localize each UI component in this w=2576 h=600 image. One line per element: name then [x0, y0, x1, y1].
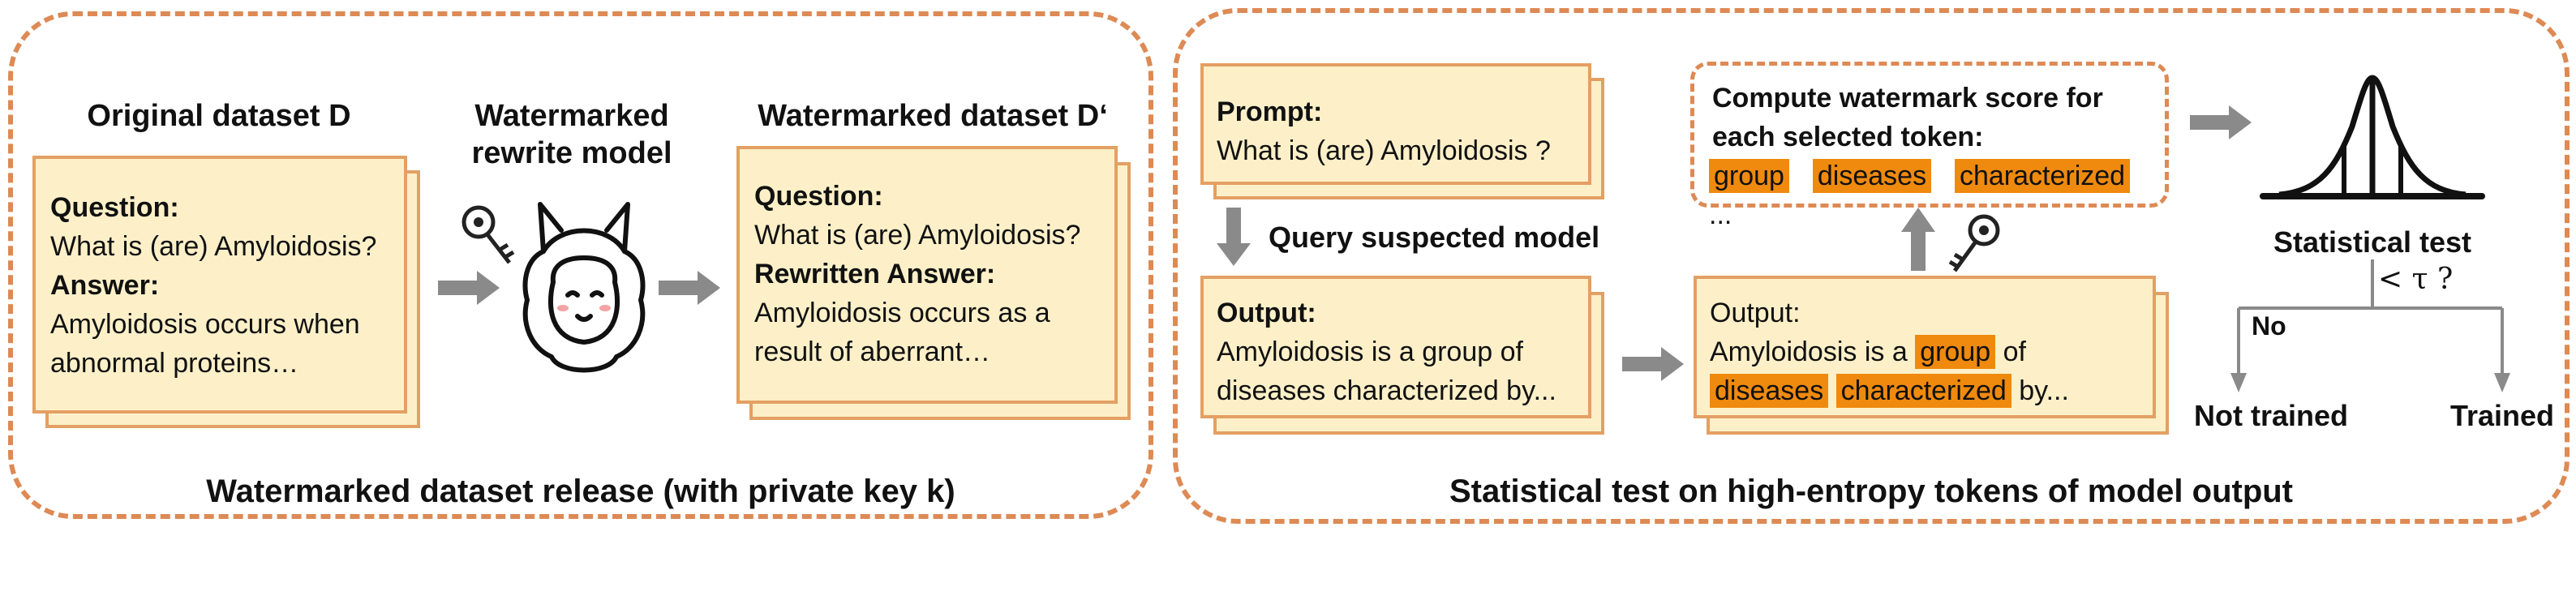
- no-branch-label: No: [2252, 311, 2286, 341]
- output-card: Output: Amyloidosis is a group of diseas…: [1200, 276, 1591, 418]
- watermarked-question-label: Question:: [754, 181, 883, 212]
- prompt-label: Prompt:: [1217, 96, 1323, 127]
- not-trained-label: Not trained: [2193, 399, 2348, 432]
- statistical-test-panel: [1173, 8, 2570, 524]
- original-answer-line1: Amyloidosis occurs when: [50, 309, 360, 340]
- rewritten-answer-label: Rewritten Answer:: [754, 259, 996, 289]
- score-ellipsis: ...: [1709, 199, 1732, 230]
- original-answer-line2: abnormal proteins…: [50, 348, 299, 379]
- output-line1: Amyloidosis is a group of: [1217, 336, 1523, 367]
- original-question-text: What is (are) Amyloidosis?: [50, 231, 377, 262]
- arrow-from-model: [659, 271, 720, 305]
- prompt-card: Prompt: What is (are) Amyloidosis ?: [1200, 63, 1591, 185]
- release-caption: Watermarked dataset release (with privat…: [206, 474, 955, 509]
- highlighted-output-card: Output: Amyloidosis is a group of diseas…: [1694, 276, 2156, 418]
- arrow-to-highlighted-output: [1622, 347, 1684, 381]
- token-group-highlight: group: [1915, 335, 1996, 369]
- trained-label: Trained: [2449, 399, 2555, 432]
- original-question-label: Question:: [50, 192, 179, 223]
- private-key-icon: [462, 205, 515, 264]
- score-token-characterized: characterized: [1954, 159, 2131, 193]
- statistical-test-caption: Statistical test on high-entropy tokens …: [1449, 474, 2294, 509]
- bell-curve-icon: [2260, 75, 2485, 199]
- arrow-to-model: [438, 271, 500, 305]
- highlighted-output-line1: Amyloidosis is a group of: [1710, 335, 2026, 369]
- watermark-release-panel: [8, 11, 1153, 519]
- statistical-test-title: Statistical test: [2273, 225, 2472, 259]
- rewrite-model-title: Watermarked rewrite model: [471, 99, 672, 170]
- score-line2: each selected token:: [1712, 122, 1984, 152]
- score-line1: Compute watermark score for: [1712, 83, 2103, 114]
- llama-model-icon: [522, 202, 646, 373]
- watermark-score-box: Compute watermark score for each selecte…: [1690, 62, 2169, 230]
- rewritten-answer-line2: result of aberrant…: [754, 336, 991, 367]
- score-token-diseases: diseases: [1812, 159, 1932, 193]
- output-line2: diseases characterized by...: [1217, 375, 1556, 406]
- original-card: Question: What is (are) Amyloidosis? Ans…: [32, 156, 407, 414]
- query-suspected-model-label: Query suspected model: [1269, 221, 1600, 254]
- query-arrow-down: [1217, 208, 1251, 266]
- score-arrow-up: [1901, 208, 1935, 271]
- verification-key-icon: [1948, 214, 2000, 272]
- prompt-text: What is (are) Amyloidosis ?: [1217, 135, 1551, 166]
- arrow-to-stat-test: [2190, 105, 2252, 139]
- token-characterized-highlight: characterized: [1835, 374, 2011, 408]
- original-dataset-title: Original dataset D: [87, 99, 351, 133]
- score-token-group: group: [1709, 159, 1789, 193]
- rewritten-answer-line1: Amyloidosis occurs as a: [754, 298, 1050, 328]
- watermarked-question-text: What is (are) Amyloidosis?: [754, 220, 1081, 251]
- watermarked-dataset-title: Watermarked dataset D‘: [758, 99, 1108, 133]
- watermarked-card: Question: What is (are) Amyloidosis? Rew…: [736, 146, 1118, 404]
- threshold-condition: < τ ?: [2378, 263, 2454, 296]
- decision-tree: [2230, 259, 2510, 392]
- highlighted-output-line2: diseases characterized by...: [1710, 371, 2069, 410]
- original-answer-label: Answer:: [50, 270, 160, 301]
- token-diseases-highlight: diseases: [1710, 374, 1829, 408]
- highlighted-output-label: Output:: [1710, 298, 1801, 328]
- output-label: Output:: [1217, 298, 1316, 328]
